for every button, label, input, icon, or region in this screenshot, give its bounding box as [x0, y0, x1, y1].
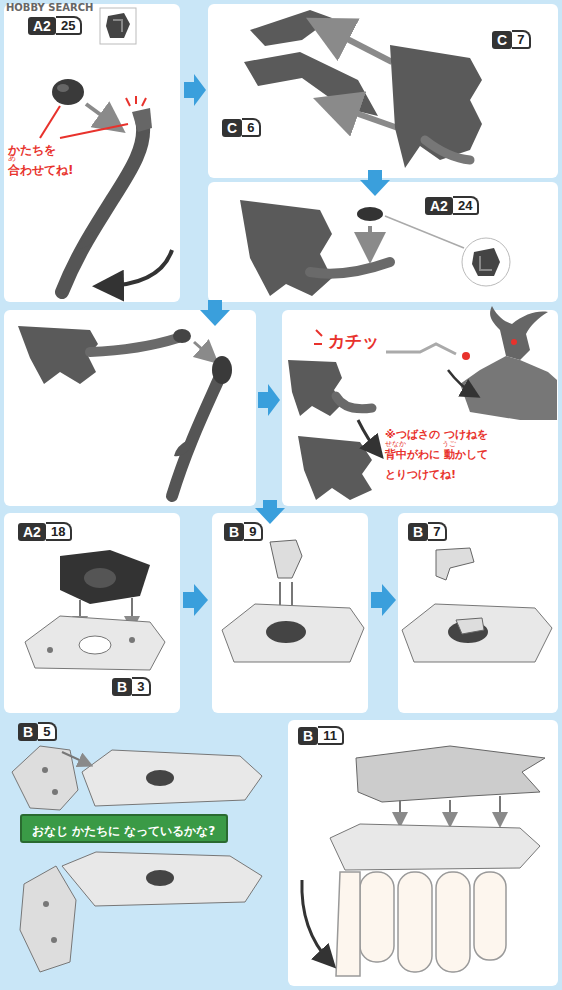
part-tag: A225	[28, 16, 82, 35]
part-number: 6	[242, 118, 261, 137]
part-number: 7	[512, 30, 531, 49]
part-tag: A224	[425, 196, 479, 215]
runner-letter: A2	[18, 523, 46, 541]
part-tag: B11	[298, 726, 344, 745]
part-number: 7	[428, 522, 447, 541]
check-banner: おなじ かたちに なっているかな?	[20, 814, 228, 843]
runner-letter: A2	[425, 197, 453, 215]
part-number: 5	[38, 722, 57, 741]
part-number: 11	[318, 726, 344, 745]
runner-letter: B	[298, 727, 318, 745]
part-number: 9	[244, 522, 263, 541]
part-tag: C6	[222, 118, 261, 137]
runner-letter: B	[408, 523, 428, 541]
furigana: うご	[442, 441, 456, 449]
part-tag: B9	[224, 522, 263, 541]
part-number: 24	[453, 196, 479, 215]
banner-text: おなじ かたちに なっているかな?	[32, 823, 215, 840]
part-tag: B5	[18, 722, 57, 741]
note-text: かたちを 合わせてね!	[8, 140, 88, 180]
note-text: ※つばさの つけねを 背中がわに 動かして とりつけてね!	[385, 425, 513, 485]
watermark: HOBBY SEARCH	[6, 2, 93, 13]
runner-letter: B	[18, 723, 38, 741]
click-sound: カチッ	[328, 332, 379, 351]
part-tag: A218	[18, 522, 72, 541]
furigana: せなか	[385, 441, 406, 449]
part-number: 3	[132, 677, 151, 696]
part-number: 18	[46, 522, 72, 541]
part-tag: B3	[112, 677, 151, 696]
part-number: 25	[56, 16, 82, 35]
runner-letter: A2	[28, 17, 56, 35]
part-tag: B7	[408, 522, 447, 541]
runner-letter: C	[492, 31, 512, 49]
runner-letter: C	[222, 119, 242, 137]
runner-letter: B	[224, 523, 244, 541]
runner-letter: B	[112, 678, 132, 696]
part-tag: C7	[492, 30, 531, 49]
